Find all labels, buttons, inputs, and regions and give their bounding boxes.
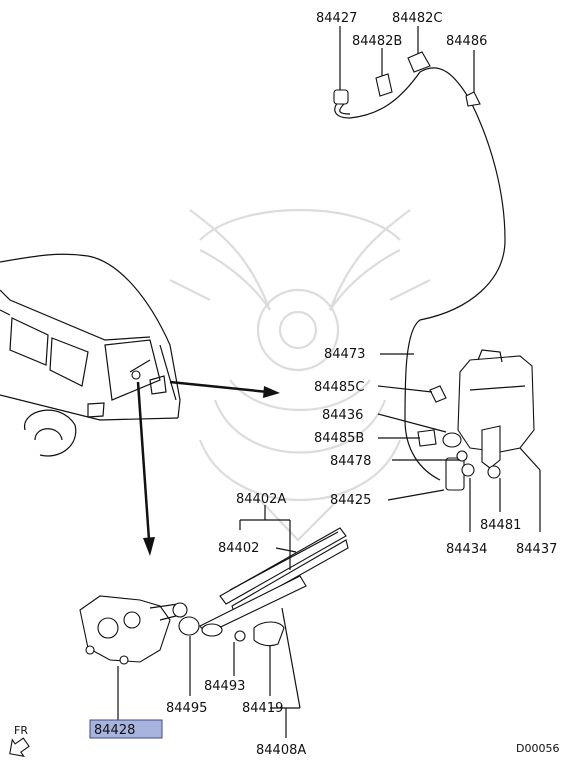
label-84425[interactable]: 84425: [330, 493, 371, 508]
label-84419[interactable]: 84419: [242, 701, 283, 716]
label-84437[interactable]: 84437: [516, 542, 557, 557]
pump-fittings: [417, 385, 475, 491]
highlighted-part-84428[interactable]: 84428: [89, 719, 163, 739]
watermark-emblem: [169, 208, 431, 542]
label-84493[interactable]: 84493: [204, 679, 245, 694]
label-84473[interactable]: 84473: [324, 347, 365, 362]
vehicle-outline: [0, 253, 181, 457]
label-84482B[interactable]: 84482B: [352, 34, 402, 49]
label-84428[interactable]: 84428: [94, 723, 135, 738]
front-arrow-icon: [9, 737, 30, 757]
wiper-motor: [79, 595, 200, 665]
label-84485C[interactable]: 84485C: [314, 380, 364, 395]
label-84402A[interactable]: 84402A: [236, 492, 286, 507]
washer-tank: [457, 349, 535, 479]
label-84495[interactable]: 84495: [166, 701, 207, 716]
callout-arrows: [136, 380, 280, 556]
label-84436[interactable]: 84436: [322, 408, 363, 423]
washer-hose: [334, 67, 506, 481]
fr-label: FR: [14, 724, 28, 737]
label-84485B[interactable]: 84485B: [314, 431, 364, 446]
nozzle-parts: [333, 51, 481, 107]
label-84481[interactable]: 84481: [480, 518, 521, 533]
part-labels: 84427 84482C 84482B 84486 84473 84485C 8…: [166, 11, 557, 758]
label-84478[interactable]: 84478: [330, 454, 371, 469]
label-84408A[interactable]: 84408A: [256, 743, 306, 758]
label-84402[interactable]: 84402: [218, 541, 259, 556]
leader-lines: [117, 26, 541, 738]
label-84486[interactable]: 84486: [446, 34, 487, 49]
front-direction-indicator: FR: [9, 724, 30, 757]
label-84427[interactable]: 84427: [316, 11, 357, 26]
label-84434[interactable]: 84434: [446, 542, 487, 557]
diagram-code: D00056: [516, 742, 559, 755]
label-84482C[interactable]: 84482C: [392, 11, 442, 26]
wiper-arm-blade: [199, 527, 349, 647]
